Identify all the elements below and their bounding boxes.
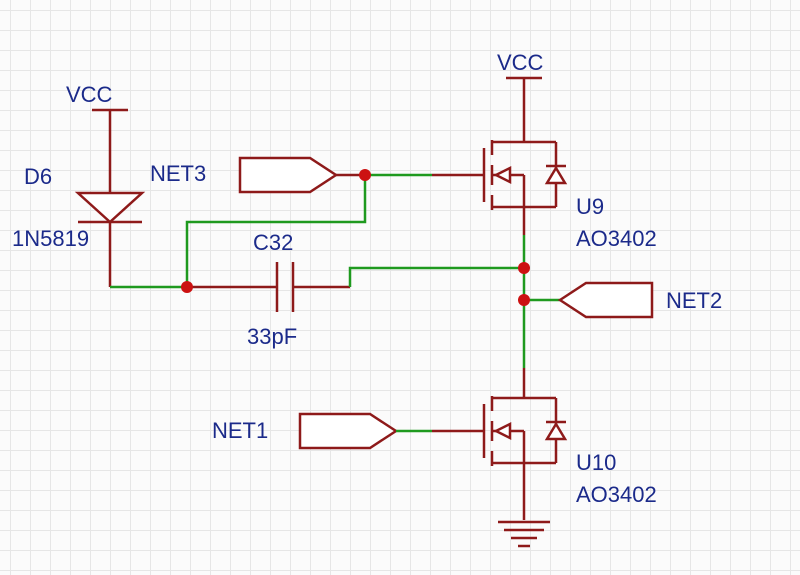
mosfet-u10[interactable] [432, 368, 568, 520]
mosfet-top-ref-label: U9 [576, 194, 604, 219]
vcc-left-symbol [92, 108, 128, 175]
mosfet-bottom-value-label: AO3402 [576, 482, 657, 507]
ground-symbol [498, 520, 550, 548]
wire-junction-net3 [185, 175, 367, 287]
junction-net2 [518, 294, 530, 306]
net1-port[interactable] [298, 412, 399, 450]
vcc-right-label: VCC [497, 50, 544, 75]
junction-midnode [518, 262, 530, 274]
net3-port[interactable] [238, 156, 365, 194]
mosfet-u9[interactable] [432, 140, 568, 235]
junction-d6-cap [181, 281, 193, 293]
junction-net3 [359, 169, 371, 181]
diode-ref-label: D6 [24, 164, 52, 189]
wire-cap-midnode [348, 266, 524, 287]
net2-port[interactable] [557, 281, 654, 319]
diode-d6[interactable] [74, 175, 146, 287]
diode-value-label: 1N5819 [12, 226, 89, 251]
capacitor-value-label: 33pF [247, 324, 297, 349]
mosfet-bottom-ref-label: U10 [576, 450, 616, 475]
vcc-left-label: VCC [66, 82, 113, 107]
net2-label: NET2 [666, 288, 722, 313]
capacitor-ref-label: C32 [253, 230, 293, 255]
mosfet-top-value-label: AO3402 [576, 226, 657, 251]
capacitor-c32[interactable] [187, 262, 350, 312]
net1-label: NET1 [212, 418, 268, 443]
net3-label: NET3 [150, 161, 206, 186]
vcc-right-symbol [506, 76, 542, 142]
